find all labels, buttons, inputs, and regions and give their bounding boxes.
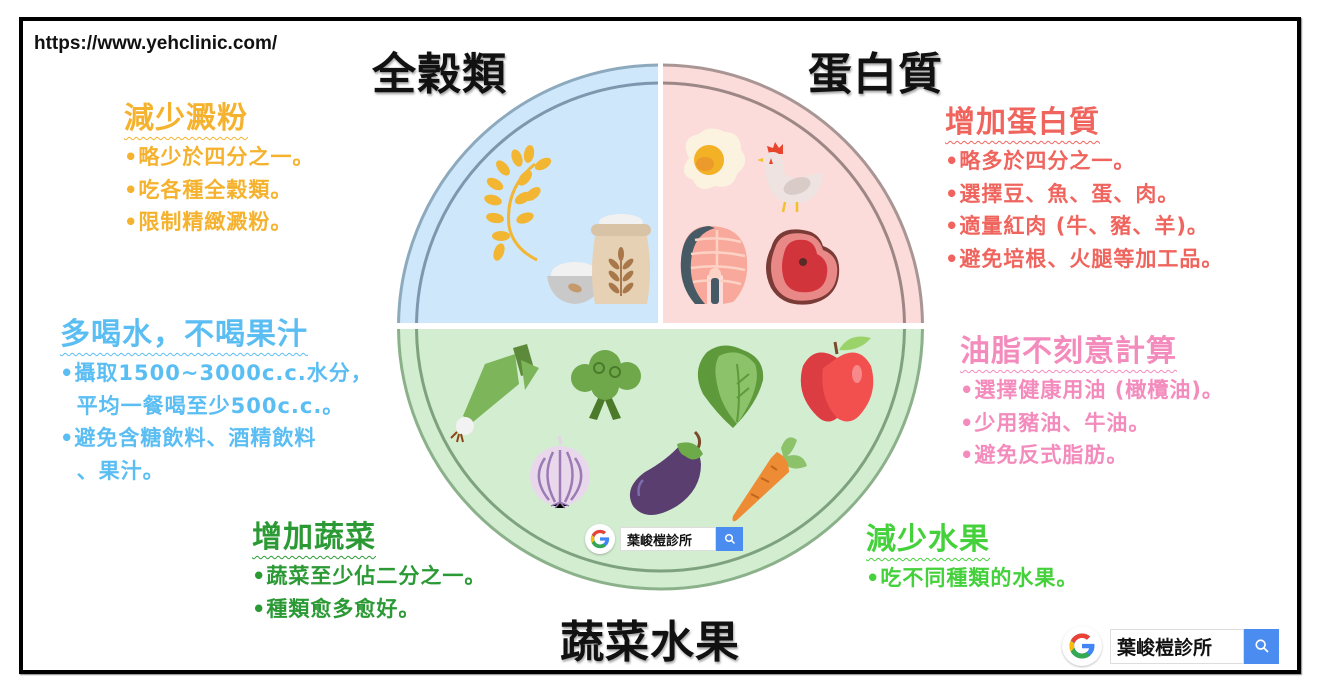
search-button-small[interactable] xyxy=(716,527,743,551)
water-section: 多喝水，不喝果汁 •攝取1500~3000c.c.水分， 平均一餐喝至少500c… xyxy=(60,316,373,487)
title-veg-fruit: 蔬菜水果 xyxy=(560,617,740,668)
website-url[interactable]: https://www.yehclinic.com/ xyxy=(34,33,278,54)
starch-section: 減少澱粉 •略少於四分之一。 •吃各種全穀類。 •限制精緻澱粉。 xyxy=(124,100,314,239)
carrot-icon xyxy=(732,437,807,522)
apple-icon xyxy=(800,336,874,422)
fruit-item: •吃不同種類的水果。 xyxy=(866,566,1079,590)
protein-item: •適量紅肉 (牛、豬、羊)。 xyxy=(945,214,1209,238)
vegetables-item: •種類愈多愈好。 xyxy=(252,596,421,621)
wheat-icon xyxy=(484,145,552,262)
healthy-plate xyxy=(397,62,924,591)
starch-item: •吃各種全穀類。 xyxy=(124,177,293,202)
google-logo-icon xyxy=(1062,626,1102,666)
fat-heading: 油脂不刻意計算 xyxy=(960,334,1177,369)
search-button-large[interactable] xyxy=(1244,628,1279,664)
title-grains: 全穀類 xyxy=(372,49,507,100)
plate-veg-half xyxy=(397,329,924,591)
salmon-steak-icon xyxy=(680,226,748,304)
vegetables-section: 增加蔬菜 •蔬菜至少佔二分之一。 •種類愈多愈好。 xyxy=(252,519,486,625)
fruit-section: 減少水果 •吃不同種類的水果。 xyxy=(866,521,1078,595)
meat-steak-icon xyxy=(766,229,840,305)
protein-section: 增加蛋白質 •略多於四分之一。 •選擇豆、魚、蛋、肉。 •適量紅肉 (牛、豬、羊… xyxy=(945,104,1223,275)
protein-item: •選擇豆、魚、蛋、肉。 xyxy=(945,181,1180,206)
vegetables-heading: 增加蔬菜 xyxy=(252,520,376,555)
plate-vertical-divider xyxy=(658,62,662,328)
water-item: 、果汁。 xyxy=(60,458,165,483)
google-logo-icon xyxy=(585,524,615,554)
water-item: •避免含糖飲料、酒精飲料 xyxy=(60,426,317,450)
fat-item: •選擇健康用油 (橄欖油)。 xyxy=(960,378,1224,402)
lettuce-icon xyxy=(697,345,764,428)
search-input-small[interactable]: 葉峻榿診所 xyxy=(620,527,716,551)
starch-item: •略少於四分之一。 xyxy=(124,145,315,169)
magnifier-icon xyxy=(724,533,735,545)
water-heading: 多喝水，不喝果汁 xyxy=(60,317,308,352)
starch-item: •限制精緻澱粉。 xyxy=(124,210,293,234)
onion-icon xyxy=(530,435,590,509)
search-badge-small[interactable]: 葉峻榿診所 xyxy=(585,524,743,554)
leek-icon xyxy=(450,344,539,443)
fat-item: •少用豬油、牛油。 xyxy=(960,410,1151,435)
water-item: 平均一餐喝至少500c.c.。 xyxy=(60,393,345,418)
protein-item: •避免培根、火腿等加工品。 xyxy=(945,246,1224,271)
title-protein: 蛋白質 xyxy=(808,49,943,100)
flour-bowl-icon xyxy=(547,262,603,304)
search-input-large[interactable]: 葉峻榿診所 xyxy=(1110,628,1244,664)
fat-section: 油脂不刻意計算 •選擇健康用油 (橄欖油)。 •少用豬油、牛油。 •避免反式脂肪… xyxy=(960,333,1224,472)
protein-heading: 增加蛋白質 xyxy=(945,105,1100,140)
broccoli-icon xyxy=(571,350,641,420)
magnifier-icon xyxy=(1254,639,1269,653)
fruit-heading: 減少水果 xyxy=(866,522,990,557)
vegetables-item: •蔬菜至少佔二分之一。 xyxy=(252,564,487,588)
eggplant-icon xyxy=(629,430,703,515)
grain-sack-icon xyxy=(591,214,651,304)
fat-item: •避免反式脂肪。 xyxy=(960,443,1129,467)
water-item: •攝取1500~3000c.c.水分， xyxy=(60,361,373,385)
protein-item: •略多於四分之一。 xyxy=(945,149,1136,173)
search-badge-large[interactable]: 葉峻榿診所 xyxy=(1062,626,1279,666)
plate-horizontal-divider xyxy=(397,323,924,327)
chicken-icon xyxy=(757,142,823,213)
starch-heading: 減少澱粉 xyxy=(124,101,248,136)
fried-egg-icon xyxy=(683,128,746,189)
